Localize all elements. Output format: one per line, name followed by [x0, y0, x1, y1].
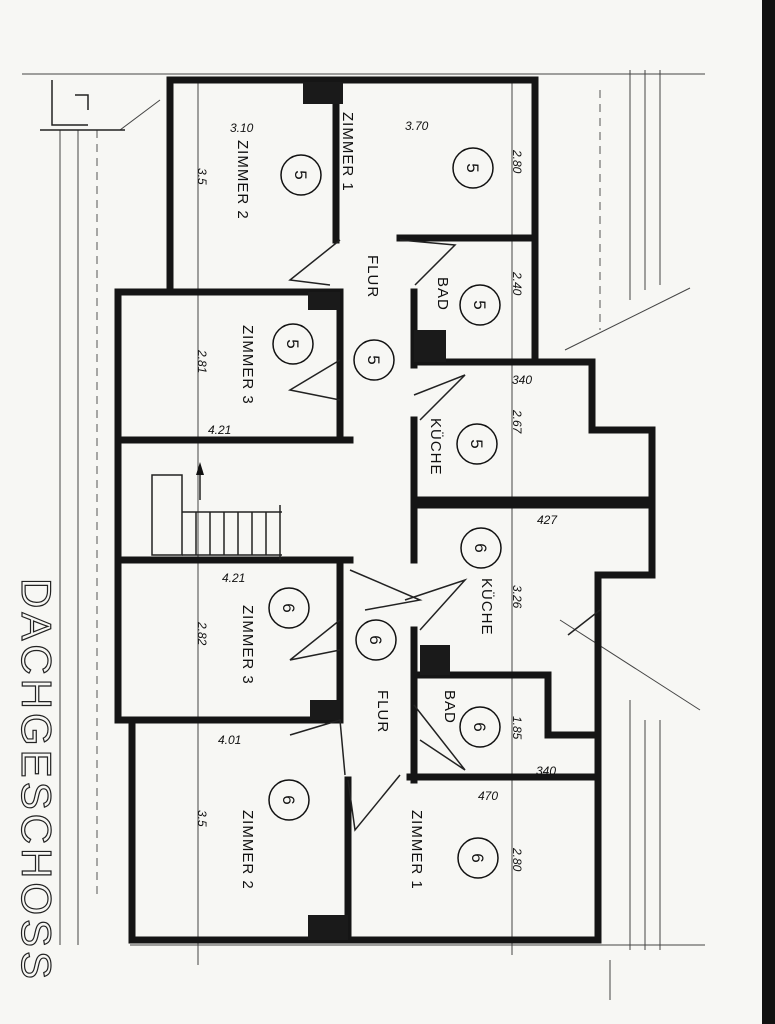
- room-label-u-zimmer2: ZIMMER 2: [234, 140, 251, 220]
- dim-u-zimmer3-depth: 2.81: [195, 349, 209, 373]
- unit-markers: 5 5 5 5 5 5 6 6 6 6 6 6: [268, 147, 502, 879]
- room-label-l-zimmer3: ZIMMER 3: [239, 605, 256, 685]
- unit-marker: 5: [353, 339, 395, 381]
- dim-l-kueche-depth: 3.26: [510, 585, 524, 609]
- unit-marker: 6: [355, 619, 397, 661]
- dim-u-zimmer2-width: 3.10: [230, 121, 254, 135]
- dim-l-zimmer2-depth: 3.5: [195, 810, 209, 827]
- room-label-u-flur: FLUR: [364, 255, 381, 298]
- dim-u-zimmer2-depth: 3.5: [195, 168, 209, 185]
- dim-u-zimmer1-depth: 2.80: [510, 149, 524, 174]
- dim-u-kueche-width: 340: [512, 373, 532, 387]
- unit-marker: 5: [459, 284, 501, 326]
- room-label-l-zimmer1: ZIMMER 1: [408, 810, 425, 890]
- walls: [114, 76, 656, 944]
- guide-lines: [22, 70, 705, 1000]
- dim-l-bad-width: 340: [536, 764, 556, 778]
- dim-l-bad-depth: 1.85: [510, 716, 524, 740]
- room-label-l-bad: BAD: [441, 690, 458, 724]
- svg-text:5: 5: [463, 163, 482, 172]
- dim-u-zimmer3-width: 4.21: [208, 423, 231, 437]
- unit-marker: 6: [268, 779, 310, 821]
- dim-l-zimmer3-width: 4.21: [222, 571, 245, 585]
- unit-marker: 5: [452, 147, 494, 189]
- unit-marker: 5: [280, 154, 322, 196]
- dim-l-zimmer1-depth: 2.80: [510, 847, 524, 872]
- room-label-u-zimmer1: ZIMMER 1: [339, 112, 356, 192]
- svg-text:5: 5: [470, 300, 489, 309]
- room-label-l-flur: FLUR: [374, 690, 391, 733]
- svg-text:5: 5: [467, 439, 486, 448]
- room-label-u-bad: BAD: [434, 277, 451, 311]
- unit-marker: 5: [272, 323, 314, 365]
- svg-text:6: 6: [470, 722, 489, 731]
- unit-marker: 6: [268, 587, 310, 629]
- room-label-u-zimmer3: ZIMMER 3: [239, 325, 256, 405]
- svg-text:5: 5: [364, 355, 383, 364]
- scan-edge: [762, 0, 775, 1024]
- dim-u-bad-depth: 2.40: [510, 271, 524, 296]
- dim-l-zimmer1-width: 470: [478, 789, 498, 803]
- dim-u-kueche-depth: 2.67: [510, 409, 524, 435]
- room-label-l-zimmer2: ZIMMER 2: [239, 810, 256, 890]
- svg-text:6: 6: [366, 635, 385, 644]
- unit-marker: 6: [457, 837, 499, 879]
- dim-l-zimmer3-depth: 2.82: [195, 621, 209, 646]
- dim-u-zimmer1-width: 3.70: [405, 119, 429, 133]
- doors: [287, 239, 601, 832]
- room-label-u-kueche: KÜCHE: [427, 418, 445, 476]
- chimneys: [303, 82, 450, 940]
- unit-marker: 6: [459, 706, 501, 748]
- svg-text:6: 6: [279, 795, 298, 804]
- svg-text:6: 6: [471, 543, 490, 552]
- unit-marker: 6: [460, 527, 502, 569]
- unit-marker: 5: [456, 423, 498, 465]
- svg-text:5: 5: [283, 339, 302, 348]
- room-labels: ZIMMER 2 ZIMMER 1 FLUR BAD ZIMMER 3 KÜCH…: [234, 112, 496, 890]
- room-label-l-kueche: KÜCHE: [478, 578, 496, 636]
- dim-l-kueche-width: 427: [537, 513, 558, 527]
- svg-text:6: 6: [468, 853, 487, 862]
- plan-title: DACHGESCHOSS: [13, 578, 60, 983]
- svg-text:6: 6: [279, 603, 298, 612]
- dim-l-zimmer2-width: 4.01: [218, 733, 241, 747]
- dimensions: 3.10 3.5 3.70 2.80 2.40 4.21 2.81 340 2.…: [195, 119, 558, 872]
- svg-text:5: 5: [291, 170, 310, 179]
- staircase: [151, 462, 282, 560]
